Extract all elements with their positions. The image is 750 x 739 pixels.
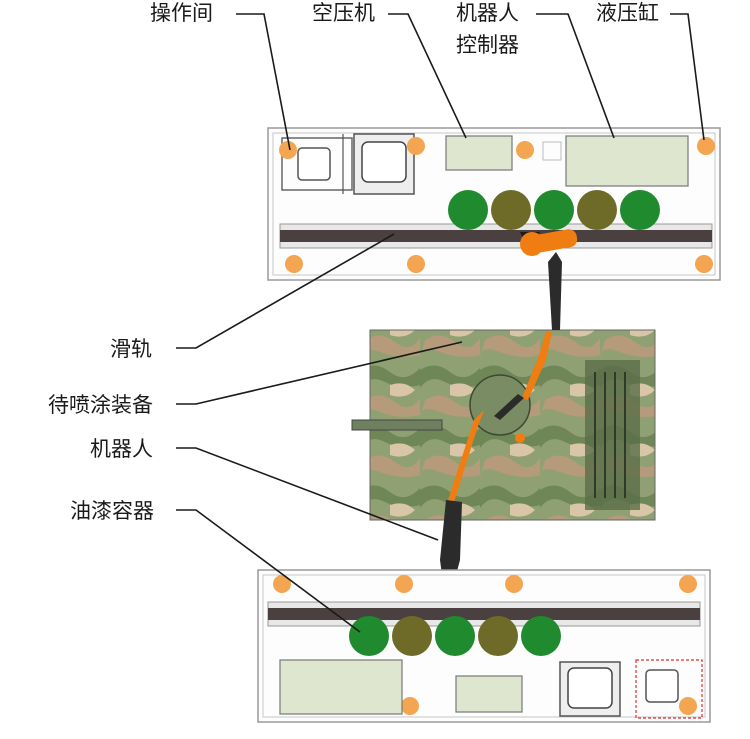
corner-dot (395, 575, 413, 593)
corner-dot (679, 697, 697, 715)
label-equipment-to-paint: 待喷涂装备 (48, 393, 153, 417)
paint-container (478, 616, 518, 656)
robot-arm-icon (494, 229, 578, 443)
paint-container (435, 616, 475, 656)
corner-dot (407, 255, 425, 273)
label-robot-controller-line1: 机器人 (456, 1, 519, 25)
operator-seat-icon (559, 659, 703, 719)
label-paint-container: 油漆容器 (70, 499, 154, 523)
label-robot-controller-line2: 控制器 (456, 33, 519, 57)
label-hydraulic-cylinder: 液压缸 (596, 1, 659, 25)
corner-dot (505, 575, 523, 593)
operator-seat-icon (281, 133, 415, 195)
paint-container (349, 616, 389, 656)
corner-dot (285, 255, 303, 273)
bottom-compressor-box (455, 675, 523, 713)
corner-dot (401, 697, 419, 715)
hydraulic-box (565, 135, 689, 187)
paint-container (491, 190, 531, 230)
paint-container (392, 616, 432, 656)
paint-container (448, 190, 488, 230)
equipment-to-paint (351, 329, 656, 521)
corner-dot (279, 141, 297, 159)
paint-container (534, 190, 574, 230)
paint-container (620, 190, 660, 230)
top-slide-rail (280, 230, 712, 242)
paint-container (521, 616, 561, 656)
air-compressor-box (445, 135, 513, 171)
label-operator-room: 操作间 (150, 1, 213, 25)
highlight-box (635, 659, 703, 719)
bottom-station (257, 569, 711, 723)
corner-dot (273, 575, 291, 593)
leader-lines (176, 13, 705, 633)
label-air-compressor: 空压机 (312, 1, 375, 25)
bottom-slide-rail (268, 608, 700, 620)
label-robot: 机器人 (90, 437, 153, 461)
corner-dot (695, 255, 713, 273)
corner-dot (679, 575, 697, 593)
paint-container (577, 190, 617, 230)
corner-dot (407, 137, 425, 155)
label-slide-rail: 滑轨 (110, 337, 152, 361)
bottom-hydraulic-box (279, 659, 403, 715)
corner-dot (697, 137, 715, 155)
corner-dot (516, 141, 534, 159)
top-station (267, 127, 721, 281)
